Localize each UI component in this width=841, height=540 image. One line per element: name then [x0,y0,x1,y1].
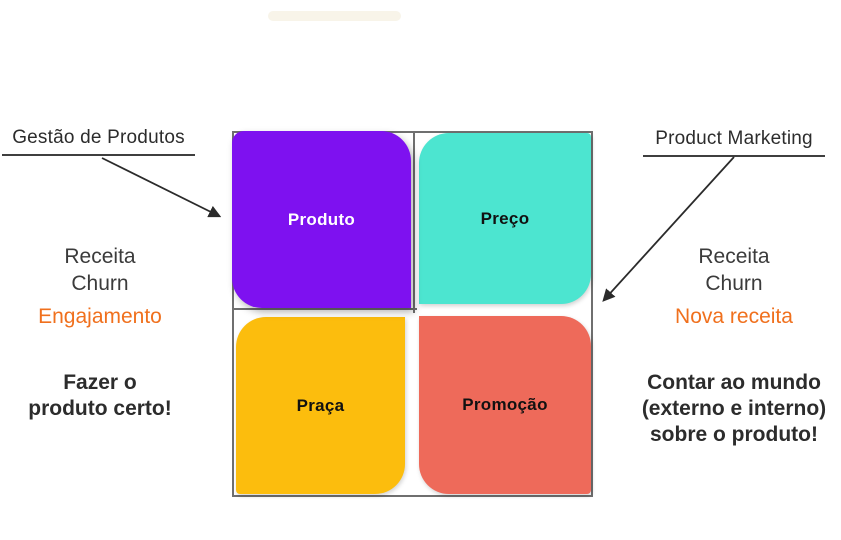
matrix-frame [232,131,593,497]
right-statement-line-3: sobre o produto! [650,423,818,446]
right-metric-churn: Churn [705,272,763,295]
right-title-product-marketing: Product Marketing [643,128,825,157]
matrix-divider-horizontal [233,308,417,310]
quadrant-preco-label: Preço [480,208,530,228]
quadrant-produto-label: Produto [287,209,356,229]
quadrant-preco: Preço [419,133,591,304]
watermark-smudge [268,11,401,21]
quadrant-praca-label: Praça [296,395,345,415]
left-metric-receita: Receita [64,245,136,268]
left-statement-line-1: Fazer o [63,371,137,394]
matrix-divider-vertical [413,131,415,313]
left-metric-churn: Churn [71,272,129,295]
left-highlight-engajamento: Engajamento [38,305,162,328]
right-statement-line-2: (externo e interno) [641,397,827,420]
quadrant-promocao-label: Promoção [462,395,548,414]
right-statement-line-1: Contar ao mundo [647,371,821,394]
left-statement-line-2: produto certo! [28,397,172,420]
left-arrow [101,157,222,218]
quadrant-promocao: Promoção [419,316,591,494]
right-metric-receita: Receita [698,245,770,268]
right-highlight-nova-receita: Nova receita [675,305,793,328]
left-title-gestao-de-produtos: Gestão de Produtos [2,127,195,156]
right-arrow [602,156,735,302]
quadrant-produto: Produto [232,131,411,308]
quadrant-praca: Praça [236,317,405,494]
